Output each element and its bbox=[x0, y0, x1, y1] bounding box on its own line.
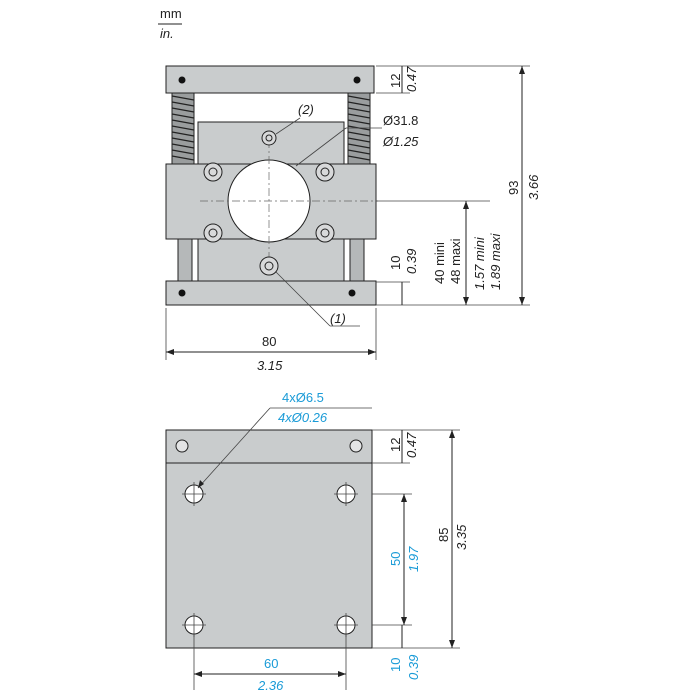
spacing-v-mm: 50 bbox=[388, 552, 403, 566]
holes-mm: 4xØ6.5 bbox=[282, 390, 324, 405]
mounting-hole-lr bbox=[334, 613, 358, 637]
height-mm: 93 bbox=[506, 181, 521, 195]
left-guide-rod bbox=[177, 237, 193, 283]
top-plate-hole-left bbox=[178, 76, 186, 84]
top-plate-in: 0.47 bbox=[404, 66, 419, 92]
bottom-plate-hole-right bbox=[348, 289, 356, 297]
bore-diameter-mm: Ø31.8 bbox=[383, 113, 418, 128]
top-plate-mm: 12 bbox=[388, 74, 403, 88]
bottom-height-in: 3.35 bbox=[454, 524, 469, 550]
callout-2-label: (2) bbox=[298, 102, 314, 117]
bottom-plate-mm: 12 bbox=[388, 438, 403, 452]
screw-lr bbox=[315, 223, 335, 243]
mounting-hole-ur bbox=[334, 482, 358, 506]
height-in: 3.66 bbox=[526, 174, 541, 200]
units-legend: mm in. bbox=[158, 6, 182, 41]
base-mm: 10 bbox=[388, 256, 403, 270]
bottom-plate-in: 0.47 bbox=[404, 432, 419, 458]
bottom-plate bbox=[165, 280, 377, 306]
top-view: (2) (1) Ø31.8 Ø1.25 80 3.15 12 0.47 10 0… bbox=[165, 65, 541, 373]
screw-top bbox=[261, 130, 277, 146]
base-plate bbox=[165, 429, 373, 649]
mounting-hole-ll bbox=[182, 613, 206, 637]
base-hole-tl bbox=[175, 439, 189, 453]
bottom-height-mm: 85 bbox=[436, 528, 451, 542]
right-guide-rod bbox=[349, 237, 365, 283]
travel-mm-max: 48 maxi bbox=[448, 238, 463, 284]
bottom-plate-hole-left bbox=[178, 289, 186, 297]
travel-in-min: 1.57 mini bbox=[472, 236, 487, 290]
screw-bottom bbox=[259, 256, 279, 276]
screw-ul bbox=[203, 162, 223, 182]
bottom-base-in: 0.39 bbox=[406, 655, 421, 680]
unit-secondary: in. bbox=[160, 26, 174, 41]
screw-ll bbox=[203, 223, 223, 243]
width-in: 3.15 bbox=[257, 358, 283, 373]
travel-mm-min: 40 mini bbox=[432, 242, 447, 284]
bottom-view: 4xØ6.5 4xØ0.26 12 0.47 50 1.97 10 0.39 8… bbox=[165, 390, 469, 693]
left-spring bbox=[171, 91, 195, 165]
bottom-base-mm: 10 bbox=[388, 658, 403, 672]
top-plate bbox=[165, 65, 375, 94]
mounting-hole-ul bbox=[182, 482, 206, 506]
bore-diameter-in: Ø1.25 bbox=[382, 134, 419, 149]
top-plate-hole-right bbox=[353, 76, 361, 84]
base-hole-tr bbox=[349, 439, 363, 453]
spacing-v-in: 1.97 bbox=[406, 546, 421, 572]
width-mm: 80 bbox=[262, 334, 276, 349]
callout-1-label: (1) bbox=[330, 311, 346, 326]
holes-in: 4xØ0.26 bbox=[278, 410, 328, 425]
base-in: 0.39 bbox=[404, 249, 419, 274]
spacing-h-in: 2.36 bbox=[257, 678, 284, 693]
spacing-h-mm: 60 bbox=[264, 656, 278, 671]
screw-ur bbox=[315, 162, 335, 182]
travel-in-max: 1.89 maxi bbox=[488, 233, 503, 290]
unit-primary: mm bbox=[160, 6, 182, 21]
